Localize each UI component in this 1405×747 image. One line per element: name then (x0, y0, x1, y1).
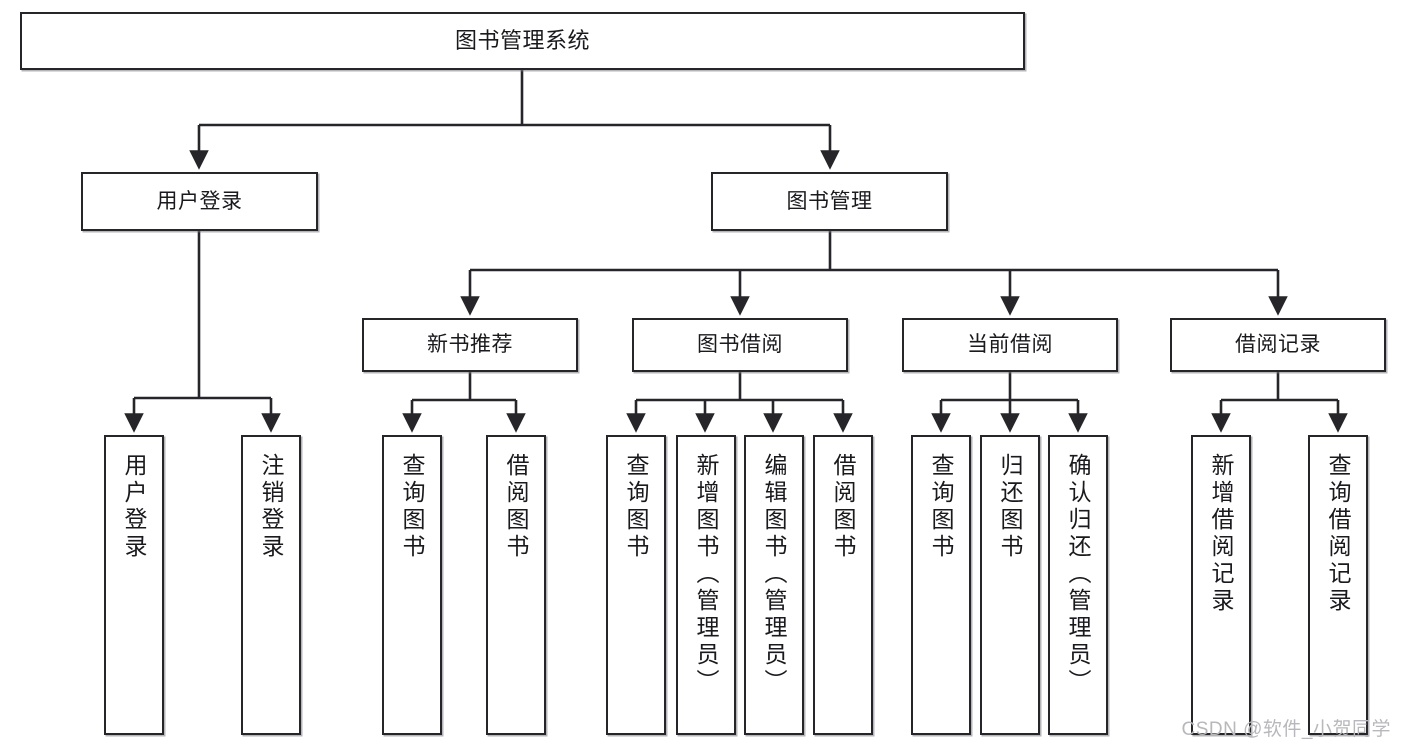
node-label: 当前借阅 (967, 333, 1053, 357)
node-label: 新书推荐 (427, 333, 513, 357)
leaf-newbook-query-books[interactable]: 查询图书 (382, 435, 442, 735)
leaf-currentborrow-query-books[interactable]: 查询图书 (911, 435, 971, 735)
node-user-login[interactable]: 用户登录 (81, 172, 318, 231)
node-label: 借阅图书 (503, 453, 530, 561)
node-label: 查询图书 (623, 453, 650, 561)
node-label: 新增图书（管理员） (693, 453, 720, 696)
leaf-bookborrow-query-books[interactable]: 查询图书 (606, 435, 666, 735)
node-label: 编辑图书（管理员） (761, 453, 788, 696)
leaf-bookborrow-edit-book-admin[interactable]: 编辑图书（管理员） (744, 435, 804, 735)
node-label: 新增借阅记录 (1208, 453, 1235, 615)
node-label: 查询图书 (928, 453, 955, 561)
node-root-book-management-system[interactable]: 图书管理系统 (20, 12, 1025, 70)
leaf-newbook-borrow-books[interactable]: 借阅图书 (486, 435, 546, 735)
node-label: 图书借阅 (697, 333, 783, 357)
node-label: 用户登录 (121, 453, 148, 561)
node-new-book-recommend[interactable]: 新书推荐 (362, 318, 578, 372)
node-label: 借阅记录 (1235, 333, 1321, 357)
node-label: 确认归还（管理员） (1065, 453, 1092, 696)
node-book-management[interactable]: 图书管理 (711, 172, 948, 231)
leaf-logout[interactable]: 注销登录 (241, 435, 301, 735)
node-label: 用户登录 (156, 189, 243, 213)
leaf-currentborrow-confirm-return-admin[interactable]: 确认归还（管理员） (1048, 435, 1108, 735)
node-borrow-record[interactable]: 借阅记录 (1170, 318, 1386, 372)
node-label: 图书管理 (786, 189, 873, 213)
leaf-currentborrow-return-books[interactable]: 归还图书 (980, 435, 1040, 735)
leaf-borrowrecord-add-record[interactable]: 新增借阅记录 (1191, 435, 1251, 735)
node-current-borrow[interactable]: 当前借阅 (902, 318, 1118, 372)
leaf-bookborrow-add-book-admin[interactable]: 新增图书（管理员） (676, 435, 736, 735)
node-label: 图书管理系统 (454, 27, 590, 53)
leaf-bookborrow-borrow-books[interactable]: 借阅图书 (813, 435, 873, 735)
leaf-borrowrecord-query-record[interactable]: 查询借阅记录 (1308, 435, 1368, 735)
leaf-user-login[interactable]: 用户登录 (104, 435, 164, 735)
node-label: 归还图书 (997, 453, 1024, 561)
node-book-borrow[interactable]: 图书借阅 (632, 318, 848, 372)
csdn-watermark: CSDN @软件_小贺同学 (1181, 719, 1391, 740)
node-label: 借阅图书 (830, 453, 857, 561)
node-label: 注销登录 (258, 453, 285, 561)
node-label: 查询图书 (399, 453, 426, 561)
node-label: 查询借阅记录 (1325, 453, 1352, 615)
